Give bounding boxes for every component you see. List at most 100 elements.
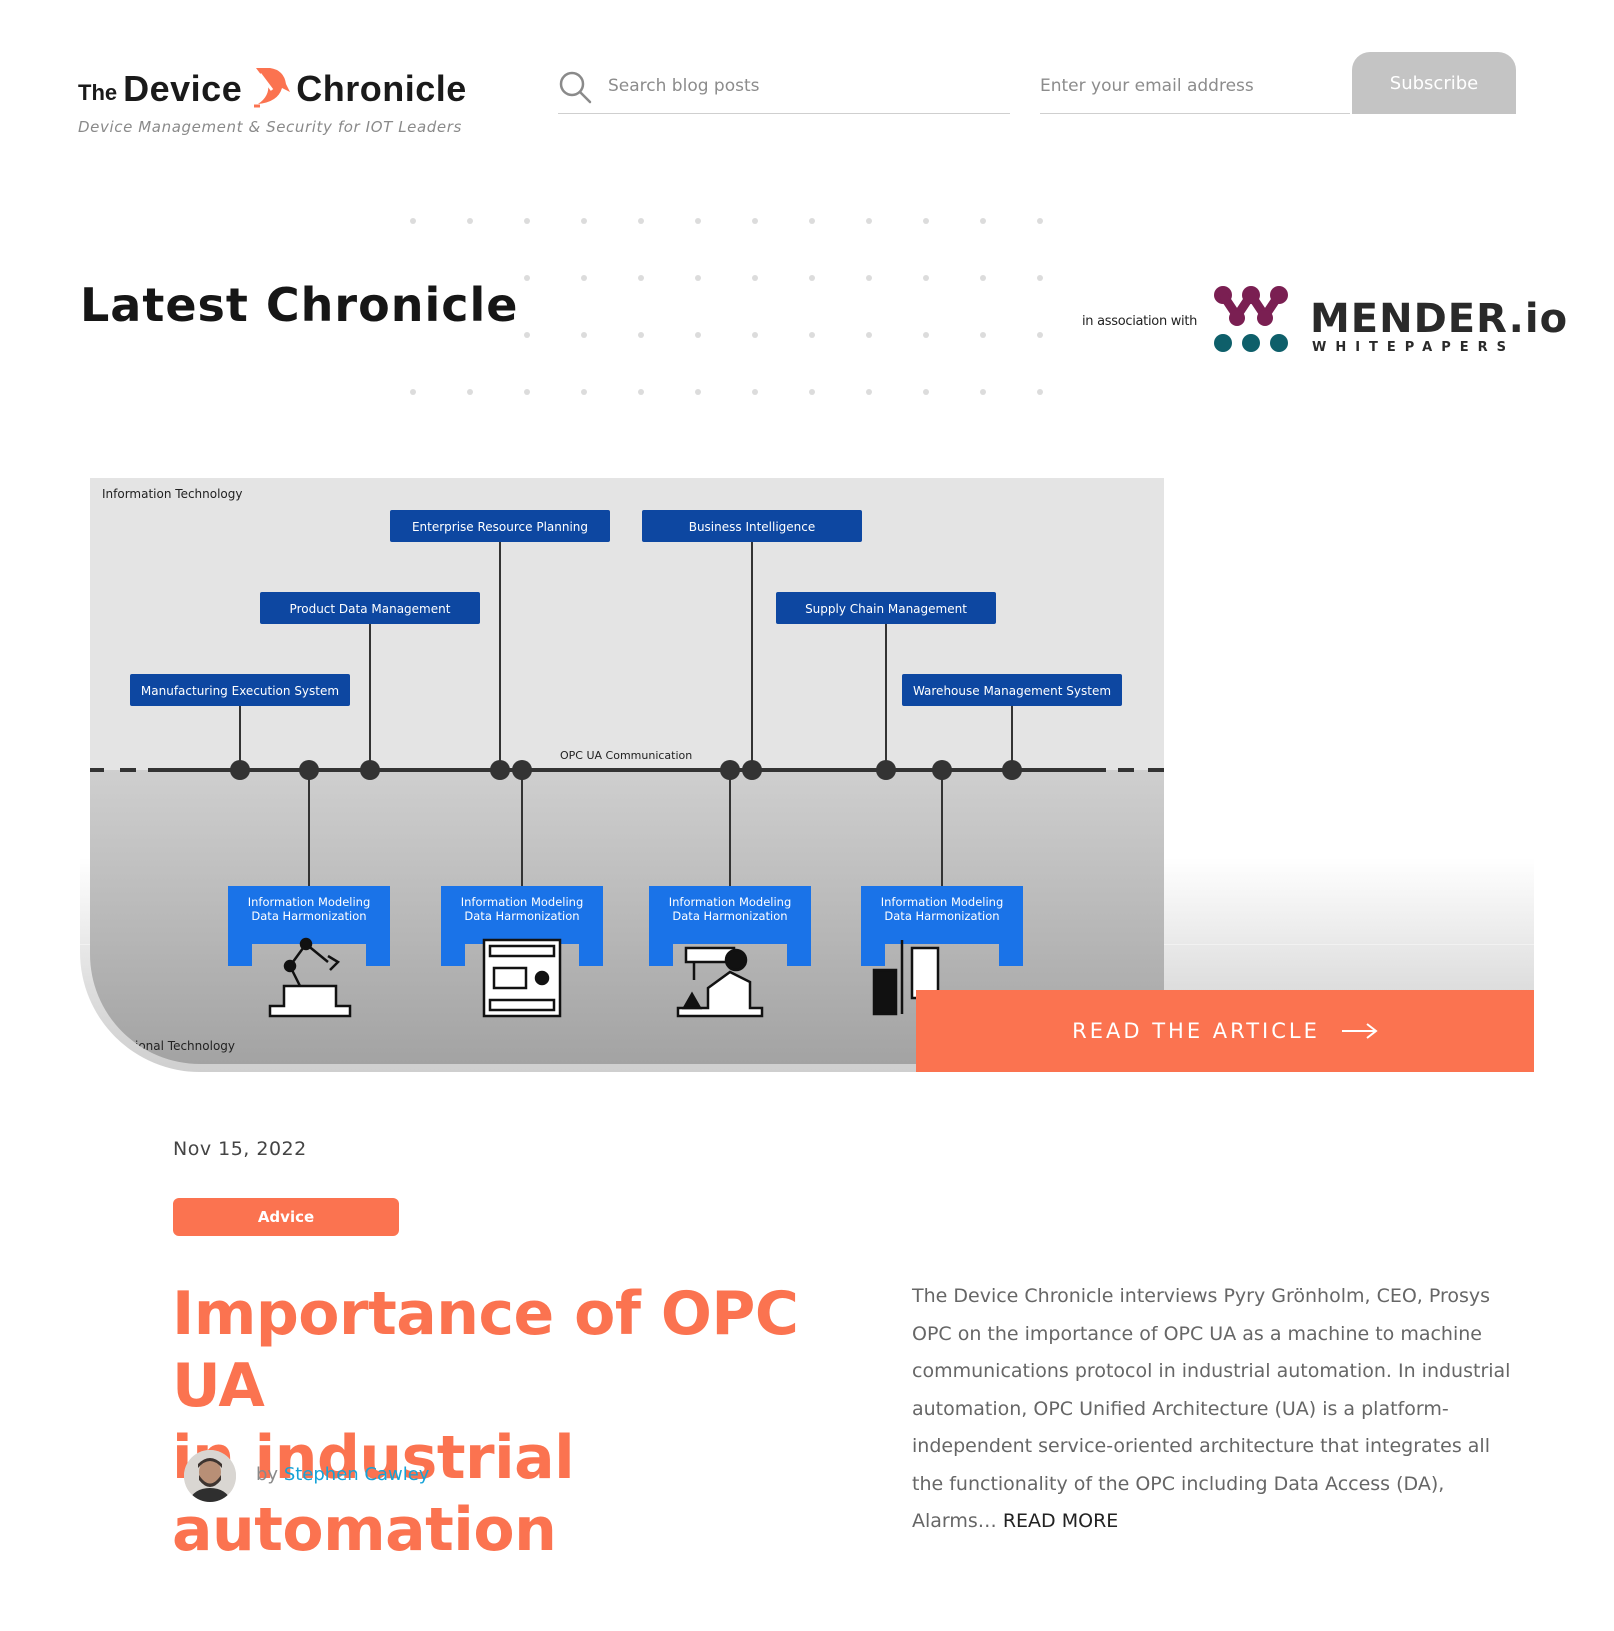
grid-dot	[752, 332, 758, 338]
featured-article-hero: Information Technology ional Technology	[80, 478, 1534, 1072]
erp-box	[390, 510, 610, 542]
read-more-link[interactable]: READ MORE	[1002, 1510, 1119, 1532]
grid-dot	[866, 275, 872, 281]
modeling-box-4-line2: Data Harmonization	[884, 909, 999, 923]
logo-device: Device	[123, 68, 243, 109]
storage-rack-icon	[872, 940, 940, 1016]
grid-dot	[1037, 275, 1043, 281]
mender-logo-icon[interactable]	[1212, 284, 1290, 354]
sponsor-subtitle: WHITEPAPERS	[1312, 340, 1515, 355]
shield-logo-icon	[254, 68, 291, 108]
grid-dot	[980, 275, 986, 281]
grid-dot	[1037, 218, 1043, 224]
grid-dot	[695, 218, 701, 224]
category-badge[interactable]: Advice	[173, 1198, 399, 1236]
pdm-label: Product Data Management	[290, 602, 451, 616]
mes-box	[130, 674, 350, 706]
erp-label: Enterprise Resource Planning	[412, 520, 588, 534]
author-avatar[interactable]	[184, 1450, 236, 1502]
article-excerpt: The Device Chronicle interviews Pyry Grö…	[912, 1278, 1524, 1541]
bus-label: OPC UA Communication	[560, 749, 692, 762]
article-title[interactable]: Importance of OPC UA in industrial autom…	[172, 1278, 872, 1566]
plc-controller-icon	[482, 938, 562, 1018]
subscribe-button[interactable]: Subscribe	[1352, 52, 1516, 114]
grid-dot	[581, 218, 587, 224]
site-logo[interactable]: The Device Chronicle Device Management &…	[78, 66, 498, 146]
grid-dot	[866, 332, 872, 338]
grid-dot	[809, 218, 815, 224]
logo-the: The	[78, 80, 118, 105]
grid-dot	[410, 218, 416, 224]
excerpt-text: The Device Chronicle interviews Pyry Grö…	[912, 1285, 1511, 1532]
author-link[interactable]: Stephen Cawley	[283, 1464, 430, 1485]
article-date: Nov 15, 2022	[173, 1138, 307, 1160]
grid-dot	[638, 275, 644, 281]
modeling-box-2	[441, 886, 603, 966]
grid-dot	[923, 218, 929, 224]
sponsor-name[interactable]: MENDER.io	[1310, 296, 1569, 342]
search-input[interactable]	[608, 68, 1003, 104]
byline-prefix: by	[256, 1464, 279, 1485]
grid-dot	[581, 332, 587, 338]
read-article-button[interactable]: READ THE ARTICLE	[916, 990, 1534, 1072]
section-title: Latest Chronicle	[80, 278, 519, 332]
decorative-dot-grid	[410, 218, 1060, 408]
grid-dot	[695, 332, 701, 338]
modeling-box-1-line1: Information Modeling	[248, 895, 371, 909]
article-title-line1: Importance of OPC UA	[172, 1279, 799, 1421]
article-title-line2: in industrial automation	[172, 1423, 575, 1565]
modeling-box-1-line2: Data Harmonization	[251, 909, 366, 923]
grid-dot	[1037, 332, 1043, 338]
grid-dot	[410, 389, 416, 395]
it-zone-label: Information Technology	[102, 487, 243, 501]
grid-dot	[980, 389, 986, 395]
search-icon[interactable]	[558, 70, 592, 104]
grid-dot	[638, 218, 644, 224]
grid-dot	[809, 389, 815, 395]
scm-label: Supply Chain Management	[805, 602, 967, 616]
sponsor-prefix: in association with	[1082, 314, 1198, 329]
it-zone	[90, 478, 1164, 770]
modeling-box-3-line1: Information Modeling	[669, 895, 792, 909]
grid-dot	[923, 332, 929, 338]
grid-dot	[581, 389, 587, 395]
grid-dot	[866, 389, 872, 395]
logo-chronicle: Chronicle	[296, 68, 467, 109]
arrow-right-icon	[1341, 1023, 1378, 1039]
grid-dot	[866, 218, 872, 224]
read-article-label: READ THE ARTICLE	[1072, 1019, 1320, 1043]
bi-box	[642, 510, 862, 542]
grid-dot	[752, 218, 758, 224]
grid-dot	[752, 275, 758, 281]
byline: by Stephen Cawley	[256, 1464, 429, 1485]
grid-dot	[467, 389, 473, 395]
grid-dot	[980, 218, 986, 224]
grid-dot	[923, 275, 929, 281]
grid-dot	[524, 275, 530, 281]
grid-dot	[752, 389, 758, 395]
modeling-box-2-line1: Information Modeling	[461, 895, 584, 909]
search-bar	[558, 60, 1010, 114]
grid-dot	[524, 332, 530, 338]
grid-dot	[809, 332, 815, 338]
pdm-box	[260, 592, 480, 624]
opc-ua-architecture-diagram[interactable]: Information Technology ional Technology	[90, 478, 1164, 1064]
grid-dot	[809, 275, 815, 281]
modeling-box-4-line1: Information Modeling	[881, 895, 1004, 909]
grid-dot	[695, 275, 701, 281]
modeling-box-2-line2: Data Harmonization	[464, 909, 579, 923]
grid-dot	[923, 389, 929, 395]
grid-dot	[695, 389, 701, 395]
grid-dot	[638, 332, 644, 338]
grid-dot	[1037, 389, 1043, 395]
grid-dot	[980, 332, 986, 338]
grid-dot	[467, 218, 473, 224]
robot-arm-icon	[268, 937, 352, 1018]
ot-zone-label: ional Technology	[135, 1039, 235, 1053]
email-field[interactable]	[1040, 68, 1340, 104]
grid-dot	[524, 389, 530, 395]
wms-label: Warehouse Management System	[913, 684, 1111, 698]
modeling-box-3	[649, 886, 811, 966]
wms-box	[902, 674, 1122, 706]
grid-dot	[638, 389, 644, 395]
